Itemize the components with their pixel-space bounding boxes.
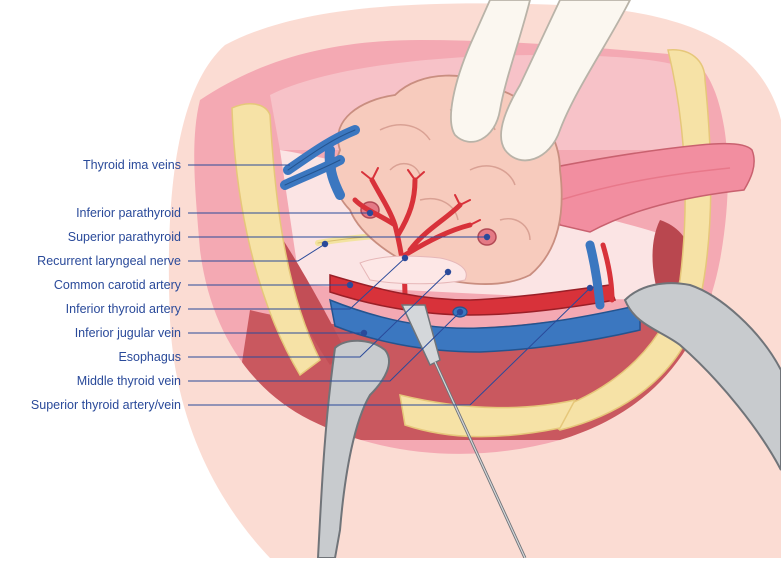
superior-thyroid-vein-segment xyxy=(585,240,605,310)
leader-recurrent-laryngeal-nerve xyxy=(188,243,326,262)
gloved-fingers xyxy=(450,0,632,162)
label-inferior-jugular-vein: Inferior jugular vein xyxy=(74,326,181,340)
left-fat-layer xyxy=(231,103,321,377)
leader-middle-thyroid-vein xyxy=(188,311,461,382)
surgical-probe-tip xyxy=(400,304,441,367)
leader-endpoints xyxy=(321,209,594,337)
label-esophagus: Esophagus xyxy=(118,350,181,364)
label-thyroid-ima-veins: Thyroid ima veins xyxy=(83,158,181,172)
label-recurrent-laryngeal-nerve: Recurrent laryngeal nerve xyxy=(37,254,181,268)
leader-inferior-thyroid-artery xyxy=(188,257,406,310)
inferior-thyroid-artery xyxy=(352,177,473,298)
label-inferior-thyroid-artery: Inferior thyroid artery xyxy=(65,302,181,316)
label-superior-parathyroid: Superior parathyroid xyxy=(67,230,181,244)
left-retractor xyxy=(316,339,390,559)
trachea xyxy=(538,142,755,233)
esophagus xyxy=(359,255,467,285)
right-retractor xyxy=(623,282,781,471)
leader-superior-thyroid-artery-vein xyxy=(188,287,591,406)
label-common-carotid-artery: Common carotid artery xyxy=(53,278,181,292)
leader-esophagus xyxy=(188,271,449,358)
inferior-jugular-vein xyxy=(329,298,641,353)
label-middle-thyroid-vein: Middle thyroid vein xyxy=(76,374,181,388)
leader-lines xyxy=(188,164,591,406)
label-superior-thyroid-artery-vein: Superior thyroid artery/vein xyxy=(30,398,181,412)
label-inferior-parathyroid: Inferior parathyroid xyxy=(76,206,181,220)
superior-thyroid-artery-segment xyxy=(600,242,615,303)
